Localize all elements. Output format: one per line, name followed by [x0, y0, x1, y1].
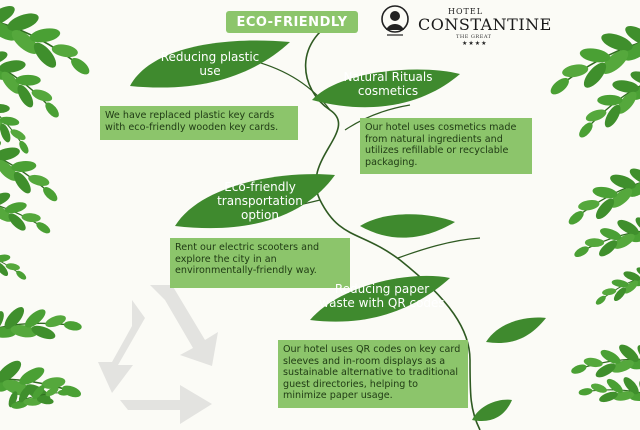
- logo-subtitle-text: THE GREAT: [456, 34, 492, 40]
- leaf-icon: [310, 275, 450, 322]
- leaf-icon: [175, 174, 335, 229]
- leaf-icon: [312, 69, 460, 108]
- leaf-label-plastic: Reducing plastic use: [160, 50, 260, 78]
- fern-icon: [547, 21, 640, 429]
- recycle-icon: [98, 285, 218, 424]
- eco-friendly-banner: ECO-FRIENDLY: [226, 11, 358, 33]
- fern-icon: [0, 274, 87, 430]
- leaf-icon: [130, 40, 290, 88]
- leaf-label-transportation: Eco-friendly transportation option: [217, 180, 303, 222]
- logo-hotel-text: HOTEL: [448, 7, 484, 16]
- hotel-logo: HOTEL CONSTANTINE THE GREAT ★★★★: [380, 4, 551, 50]
- logo-stars: ★★★★: [462, 40, 488, 47]
- leaf-icon: [360, 214, 455, 238]
- leaf-label-cosmetics: Natural Rituals cosmetics: [343, 70, 433, 98]
- fern-icon: [0, 1, 93, 158]
- vine-stem: [304, 14, 481, 430]
- leaf-label-paper: Reducing paper waste with QR codes: [319, 282, 445, 310]
- logo-name-text: CONSTANTINE: [418, 15, 552, 34]
- info-box-plastic: We have replaced plastic key cards with …: [100, 106, 298, 140]
- leaf-icon: [472, 399, 512, 422]
- leaf-icon: [486, 317, 546, 343]
- info-box-transportation: Rent our electric scooters and explore t…: [170, 238, 350, 288]
- info-box-cosmetics: Our hotel uses cosmetics made from natur…: [360, 118, 532, 174]
- fern-icon: [0, 134, 66, 282]
- info-box-paper: Our hotel uses QR codes on key card slee…: [278, 340, 468, 408]
- hotel-crest-icon: [381, 5, 409, 36]
